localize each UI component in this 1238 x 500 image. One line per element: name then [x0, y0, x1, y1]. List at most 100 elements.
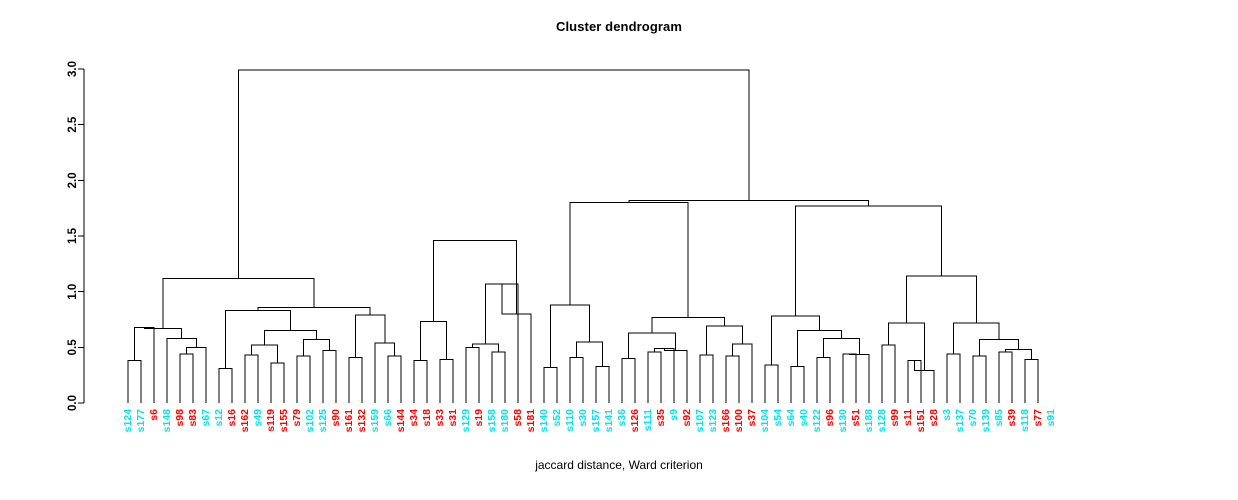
- dendrogram-branch: [472, 343, 499, 352]
- dendrogram-branch: [162, 277, 315, 329]
- dendrogram-branch: [491, 351, 506, 403]
- dendrogram-branch: [186, 346, 207, 403]
- dendrogram-branch: [244, 354, 259, 403]
- leaf-label-s98: s98: [174, 409, 186, 427]
- dendrogram-branch: [387, 355, 402, 403]
- dendrogram-branch: [654, 347, 675, 403]
- y-tick-label: 2.0: [67, 172, 79, 188]
- leaf-label-s33: s33: [434, 409, 446, 427]
- y-tick-label: 0.5: [67, 339, 79, 356]
- dendrogram-branch: [790, 365, 805, 403]
- leaf-label-s51: s51: [850, 409, 862, 427]
- y-tick-label: 0.0: [67, 395, 79, 411]
- y-tick-label: 1.0: [67, 284, 79, 300]
- leaf-label-s79: s79: [291, 409, 303, 427]
- leaf-label-s139: s139: [980, 409, 992, 433]
- leaf-label-s28: s28: [928, 409, 940, 427]
- leaf-label-s6: s6: [148, 409, 160, 421]
- leaf-label-s177: s177: [135, 409, 147, 433]
- dendrogram-branch: [420, 321, 447, 361]
- leaf-label-s90: s90: [330, 409, 342, 427]
- leaf-label-s128: s128: [876, 409, 888, 433]
- dendrogram-branch: [569, 202, 689, 318]
- leaf-label-s64: s64: [785, 409, 797, 427]
- dendrogram-branch: [251, 344, 278, 363]
- dendrogram-branch: [439, 359, 454, 403]
- dendrogram-branch: [706, 325, 743, 356]
- dendrogram-branch: [842, 353, 857, 403]
- dendrogram-branch: [134, 326, 155, 403]
- leaf-label-s85: s85: [993, 409, 1005, 427]
- dendrogram-branch: [621, 357, 636, 403]
- dendrogram-branch: [355, 314, 386, 358]
- leaf-label-s123: s123: [707, 409, 719, 433]
- dendrogram-branch: [905, 275, 977, 323]
- leaf-label-s39: s39: [1006, 409, 1018, 427]
- dendrogram-branch: [647, 351, 662, 403]
- leaf-label-s54: s54: [772, 409, 784, 427]
- dendrogram-branch: [699, 354, 714, 403]
- leaf-label-s37: s37: [746, 409, 758, 427]
- leaf-label-s159: s159: [369, 409, 381, 433]
- dendrogram-branch: [143, 327, 183, 339]
- dendrogram-branch: [264, 330, 317, 346]
- dendrogram-branch: [296, 355, 311, 403]
- leaf-label-s19: s19: [473, 409, 485, 427]
- dendrogram-branch: [816, 356, 831, 403]
- leaf-label-s162: s162: [239, 409, 251, 433]
- dendrogram-branch: [465, 346, 480, 403]
- dendrogram-branch: [257, 306, 371, 316]
- leaf-label-s92: s92: [681, 409, 693, 427]
- leaf-label-s158: s158: [486, 409, 498, 433]
- dendrogram-branch: [953, 322, 1000, 355]
- dendrogram-branch: [881, 344, 896, 403]
- leaf-label-s58: s58: [512, 409, 524, 427]
- leaf-label-s102: s102: [304, 409, 316, 433]
- leaf-label-s9: s9: [668, 409, 680, 421]
- leaf-label-s31: s31: [447, 409, 459, 427]
- y-axis: 0.00.51.01.52.02.53.0: [67, 61, 85, 411]
- leaf-label-s125: s125: [317, 409, 329, 433]
- leaf-label-s129: s129: [460, 409, 472, 433]
- leaf-label-s40: s40: [798, 409, 810, 427]
- dendrogram-branch: [972, 355, 987, 403]
- dendrogram-branch: [651, 316, 725, 333]
- leaf-label-s118: s118: [1019, 409, 1031, 432]
- leaf-label-s151: s151: [915, 409, 927, 433]
- page-title: Cluster dendrogram: [555, 19, 683, 34]
- leaf-label-s148: s148: [161, 409, 173, 433]
- leaf-label-s3: s3: [941, 409, 953, 421]
- dendrogram-branch: [998, 351, 1013, 403]
- leaf-label-s52: s52: [551, 409, 563, 427]
- y-axis-ticks: 0.00.51.01.52.02.53.0: [67, 61, 84, 411]
- dendrogram-branch: [628, 332, 677, 359]
- leaf-label-s132: s132: [356, 409, 368, 433]
- leaf-label-s12: s12: [213, 409, 225, 427]
- leaf-label-s166: s166: [720, 409, 732, 433]
- dendrogram-branch: [166, 337, 197, 403]
- dendrogram-branch: [797, 330, 842, 367]
- leaf-label-s107: s107: [694, 409, 706, 433]
- leaf-label-s155: s155: [278, 409, 290, 433]
- dendrogram-branch: [1024, 359, 1039, 403]
- leaf-label-s83: s83: [187, 409, 199, 427]
- dendrogram-branch: [543, 366, 558, 403]
- dendrogram-branch: [348, 356, 363, 403]
- dendrogram-branch: [303, 339, 330, 357]
- leaf-label-s180: s180: [499, 409, 511, 433]
- dendrogram-branch: [663, 348, 688, 403]
- dendrogram-branch: [485, 283, 519, 403]
- dendrogram-branch: [907, 360, 922, 403]
- leaf-label-s141: s141: [603, 409, 615, 433]
- dendrogram-branch: [764, 364, 779, 403]
- dendrogram-branch: [374, 342, 395, 403]
- dendrogram-branch: [823, 337, 860, 358]
- leaf-label-s104: s104: [759, 409, 771, 433]
- leaf-label-s188: s188: [863, 409, 875, 433]
- leaf-label-s11: s11: [902, 409, 914, 426]
- leaf-label-s66: s66: [382, 409, 394, 427]
- leaf-label-s137: s137: [954, 409, 966, 433]
- dendrogram-branch: [628, 199, 869, 206]
